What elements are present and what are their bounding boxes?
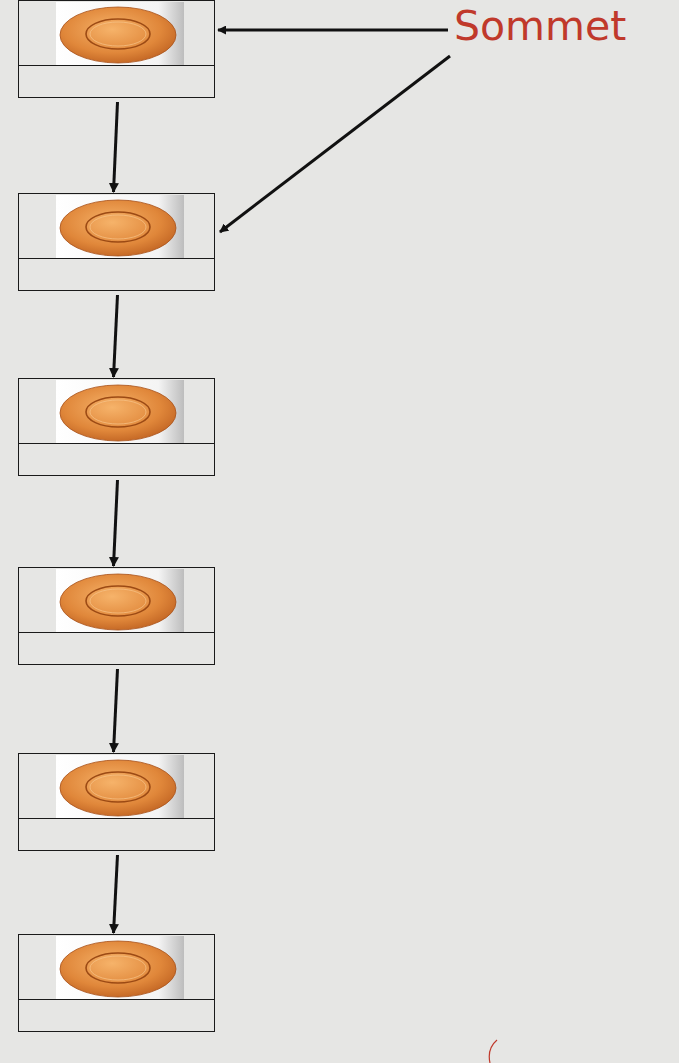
next-pointer-field bbox=[19, 258, 214, 290]
next-pointer-field bbox=[19, 999, 214, 1031]
stack-cell bbox=[18, 567, 215, 665]
plate-image bbox=[56, 569, 184, 633]
next-pointer-field bbox=[19, 632, 214, 664]
link-arrow bbox=[114, 855, 118, 933]
link-arrow bbox=[114, 295, 118, 377]
leader-arrow bbox=[220, 56, 450, 232]
plate-image bbox=[56, 755, 184, 819]
next-pointer-field bbox=[19, 818, 214, 850]
plate-image bbox=[56, 195, 184, 259]
plate-image bbox=[56, 380, 184, 444]
plate-image bbox=[56, 2, 184, 66]
stack-cell bbox=[18, 934, 215, 1032]
link-arrow bbox=[114, 102, 118, 192]
link-arrow bbox=[114, 480, 118, 566]
stack-cell bbox=[18, 0, 215, 98]
stack-cell bbox=[18, 753, 215, 851]
next-pointer-field bbox=[19, 65, 214, 97]
plate-image bbox=[56, 936, 184, 1000]
pen-mark bbox=[489, 1040, 497, 1063]
next-pointer-field bbox=[19, 443, 214, 475]
pointer-label: Sommet bbox=[454, 6, 626, 47]
leader-arrow bbox=[218, 29, 448, 32]
stack-cell bbox=[18, 193, 215, 291]
stack-cell bbox=[18, 378, 215, 476]
link-arrow bbox=[114, 669, 118, 752]
